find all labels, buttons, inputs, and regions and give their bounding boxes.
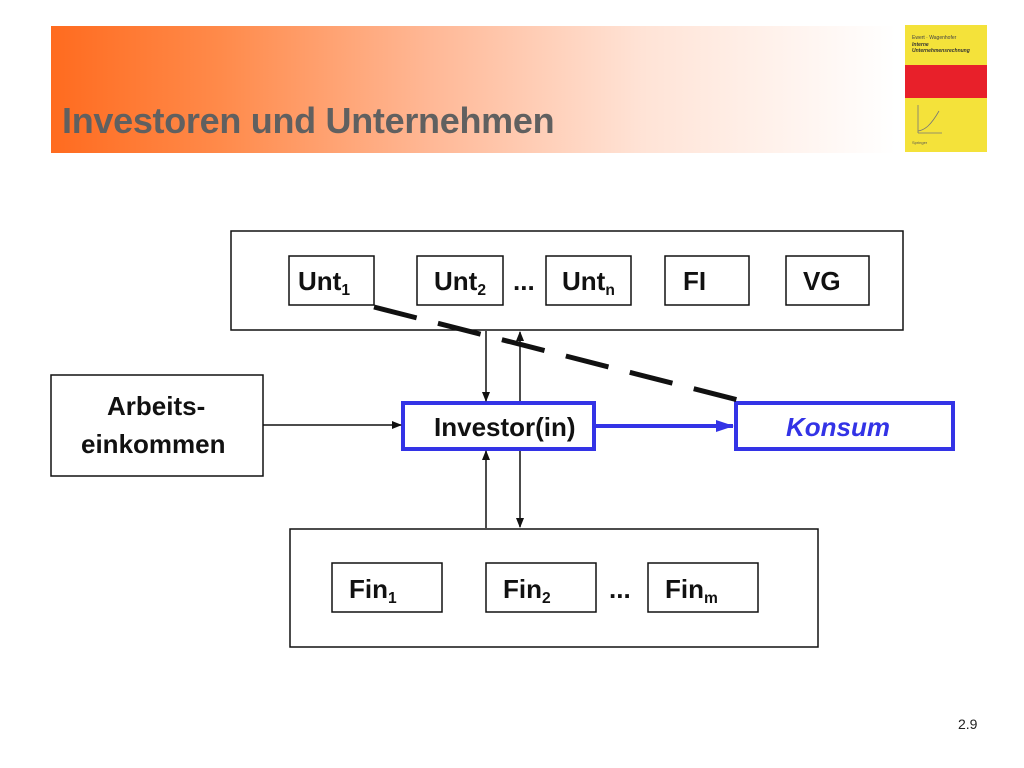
company-box-fi: [664, 255, 750, 306]
consumption-box: [734, 401, 955, 451]
investor-label: Investor(in): [434, 412, 576, 442]
financier-box-2: [485, 562, 597, 613]
header-gradient-bar: [51, 26, 896, 153]
page-title: Investoren und Unternehmen: [62, 100, 555, 141]
companies-ellipsis: ...: [513, 266, 535, 296]
company-label-1: Unt1: [298, 266, 351, 300]
book-publisher: Springer: [912, 140, 928, 145]
company-label-vg: VG: [803, 266, 841, 296]
book-cover-band: [905, 65, 987, 98]
companies-group-box: [230, 230, 904, 331]
company-box-n: [545, 255, 632, 306]
company-box-1: [288, 255, 375, 306]
financier-box-m: [647, 562, 759, 613]
book-title-line1: Interne: [912, 42, 929, 48]
labor-income-label-line1: Arbeits-: [107, 391, 206, 421]
book-cover-graph-icon: [917, 105, 942, 134]
financier-box-1: [331, 562, 443, 613]
financier-label-2: Fin2: [503, 574, 551, 608]
labor-income-label-line2: einkommen: [81, 429, 226, 459]
company-label-fi: FI: [683, 266, 707, 296]
financier-label-1: Fin1: [349, 574, 397, 608]
consumption-label: Konsum: [786, 412, 890, 442]
book-authors: Ewert · Wagenhofer: [912, 35, 957, 41]
book-cover-image: Ewert · Wagenhofer Interne Unternehmensr…: [905, 25, 987, 152]
company-box-2: [416, 255, 504, 306]
financiers-group-box: [289, 528, 819, 648]
dashed-line-company-to-consumption: [373, 304, 743, 404]
financier-label-m: Finm: [665, 574, 718, 608]
company-label-n: Untn: [562, 266, 615, 300]
labor-income-box: [50, 374, 264, 477]
book-title-line2: Unternehmensrechnung: [912, 48, 970, 54]
investor-box: [401, 401, 596, 451]
company-box-vg: [785, 255, 870, 306]
page-number: 2.9: [958, 716, 978, 732]
company-label-2: Unt2: [434, 266, 487, 300]
financiers-ellipsis: ...: [609, 574, 631, 604]
